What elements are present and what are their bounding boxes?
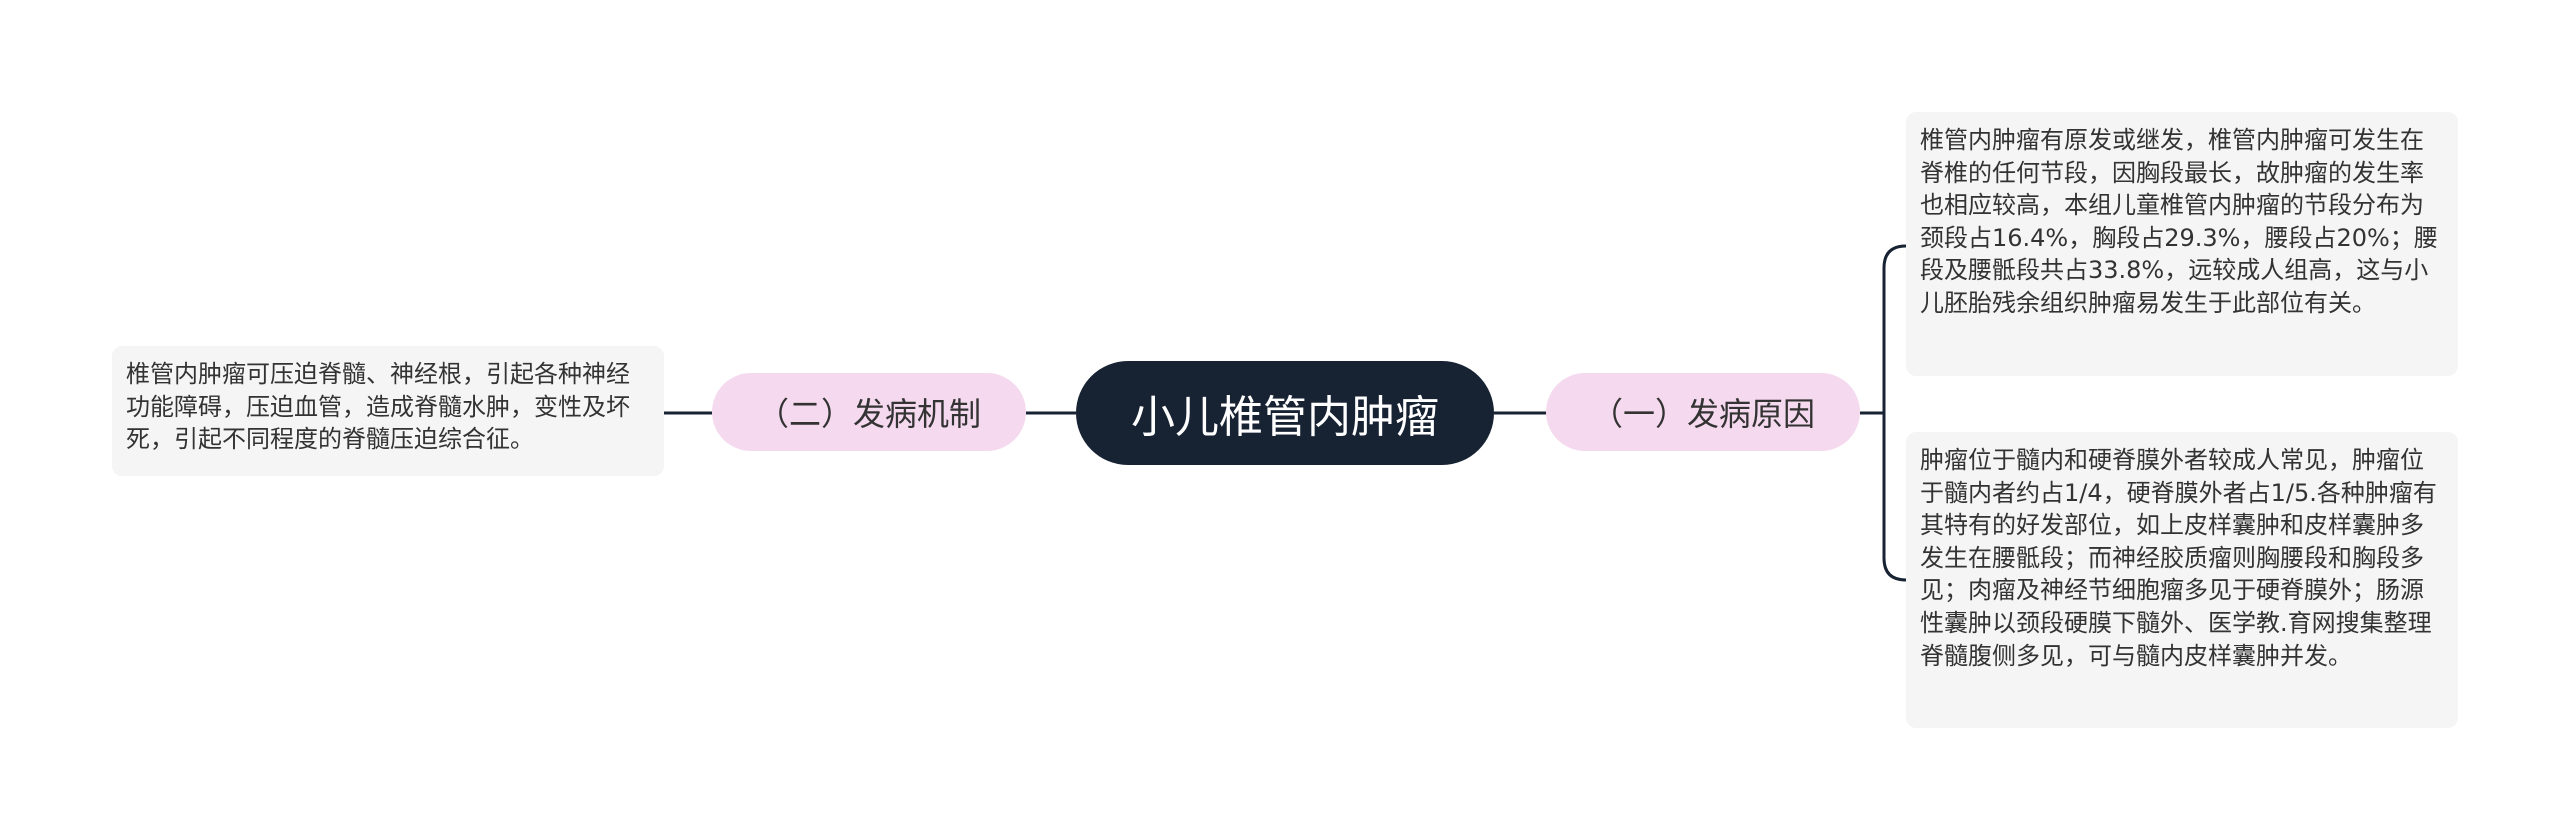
- leaf-note-mechanism-1[interactable]: 椎管内肿瘤可压迫脊髓、神经根，引起各种神经功能障碍，压迫血管，造成脊髓水肿，变性…: [112, 346, 664, 476]
- branch-topic-mechanism-label: （二）发病机制: [756, 395, 981, 433]
- branch-topic-cause-label: （一）发病原因: [1590, 395, 1815, 433]
- branch-topic-mechanism[interactable]: （二）发病机制: [712, 373, 1026, 451]
- connector-bracket-right: [1882, 244, 1907, 582]
- branch-topic-cause[interactable]: （一）发病原因: [1546, 373, 1860, 451]
- leaf-note-mechanism-1-text: 椎管内肿瘤可压迫脊髓、神经根，引起各种神经功能障碍，压迫血管，造成脊髓水肿，变性…: [126, 360, 630, 454]
- leaf-note-cause-1-text: 椎管内肿瘤有原发或继发，椎管内肿瘤可发生在脊椎的任何节段，因胸段最长，故肿瘤的发…: [1920, 126, 2438, 317]
- leaf-note-cause-2[interactable]: 肿瘤位于髓内和硬脊膜外者较成人常见，肿瘤位于髓内者约占1/4，硬脊膜外者占1/5…: [1906, 432, 2458, 728]
- leaf-note-cause-1[interactable]: 椎管内肿瘤有原发或继发，椎管内肿瘤可发生在脊椎的任何节段，因胸段最长，故肿瘤的发…: [1906, 112, 2458, 376]
- leaf-note-cause-2-text: 肿瘤位于髓内和硬脊膜外者较成人常见，肿瘤位于髓内者约占1/4，硬脊膜外者占1/5…: [1920, 446, 2437, 670]
- root-topic-label: 小儿椎管内肿瘤: [1131, 392, 1439, 443]
- root-topic[interactable]: 小儿椎管内肿瘤: [1076, 361, 1494, 465]
